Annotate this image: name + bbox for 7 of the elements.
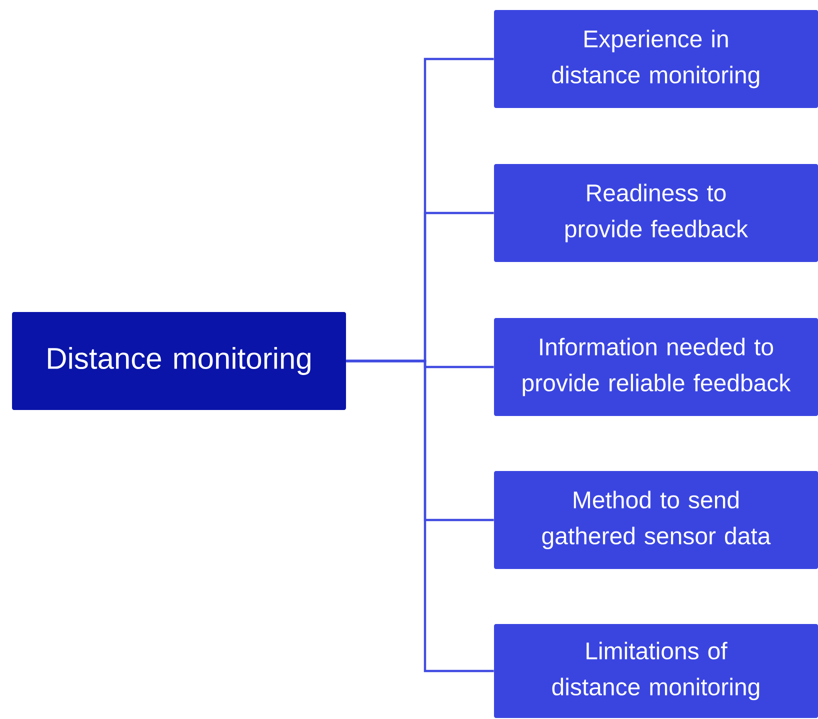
subtopic-box: Method to send gathered sensor data — [494, 471, 818, 569]
subtopic-box: Experience in distance monitoring — [494, 10, 818, 108]
subtopic-box: Readiness to provide feedback — [494, 164, 818, 262]
topic-box: Distance monitoring — [12, 312, 346, 410]
connector-line — [346, 360, 494, 672]
subtopic-box: Information needed to provide reliable feedback — [494, 318, 818, 416]
subtopic-box: Limitations of distance monitoring — [494, 624, 818, 718]
